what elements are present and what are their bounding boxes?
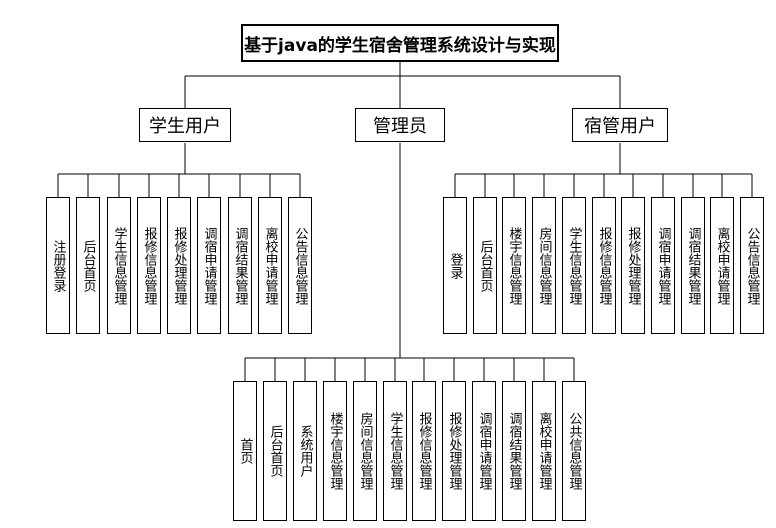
module-administrator: 房间信息管理 <box>353 381 377 521</box>
module-student-user: 公告信息管理 <box>288 197 312 334</box>
module-dorm-manager: 后台首页 <box>473 197 497 334</box>
role-student-user: 学生用户 <box>139 108 231 142</box>
module-administrator: 调宿结果管理 <box>502 381 526 521</box>
module-administrator: 报修信息管理 <box>412 381 436 521</box>
module-administrator: 学生信息管理 <box>383 381 407 521</box>
module-dorm-manager: 报修信息管理 <box>592 197 616 334</box>
module-administrator: 后台首页 <box>263 381 287 521</box>
module-dorm-manager: 学生信息管理 <box>562 197 586 334</box>
module-student-user: 报修信息管理 <box>137 197 161 334</box>
module-student-user: 注册登录 <box>46 197 70 334</box>
module-dorm-manager: 报修处理管理 <box>621 197 645 334</box>
module-dorm-manager: 登录 <box>443 197 467 334</box>
module-dorm-manager: 调宿申请管理 <box>651 197 675 334</box>
module-administrator: 公共信息管理 <box>562 381 586 521</box>
role-administrator: 管理员 <box>355 108 445 142</box>
module-administrator: 首页 <box>233 381 257 521</box>
module-dorm-manager: 楼宇信息管理 <box>502 197 526 334</box>
role-dorm-manager: 宿管用户 <box>572 108 668 142</box>
module-administrator: 楼宇信息管理 <box>323 381 347 521</box>
module-student-user: 后台首页 <box>76 197 100 334</box>
module-dorm-manager: 公告信息管理 <box>740 197 764 334</box>
module-student-user: 离校申请管理 <box>258 197 282 334</box>
module-dorm-manager: 房间信息管理 <box>532 197 556 334</box>
module-student-user: 学生信息管理 <box>107 197 131 334</box>
system-title: 基于java的学生宿舍管理系统设计与实现 <box>241 24 559 62</box>
module-dorm-manager: 离校申请管理 <box>710 197 734 334</box>
module-administrator: 系统用户 <box>293 381 317 521</box>
module-student-user: 调宿结果管理 <box>228 197 252 334</box>
module-administrator: 调宿申请管理 <box>472 381 496 521</box>
module-administrator: 离校申请管理 <box>532 381 556 521</box>
module-student-user: 报修处理管理 <box>167 197 191 334</box>
module-student-user: 调宿申请管理 <box>197 197 221 334</box>
module-dorm-manager: 调宿结果管理 <box>681 197 705 334</box>
module-administrator: 报修处理管理 <box>442 381 466 521</box>
